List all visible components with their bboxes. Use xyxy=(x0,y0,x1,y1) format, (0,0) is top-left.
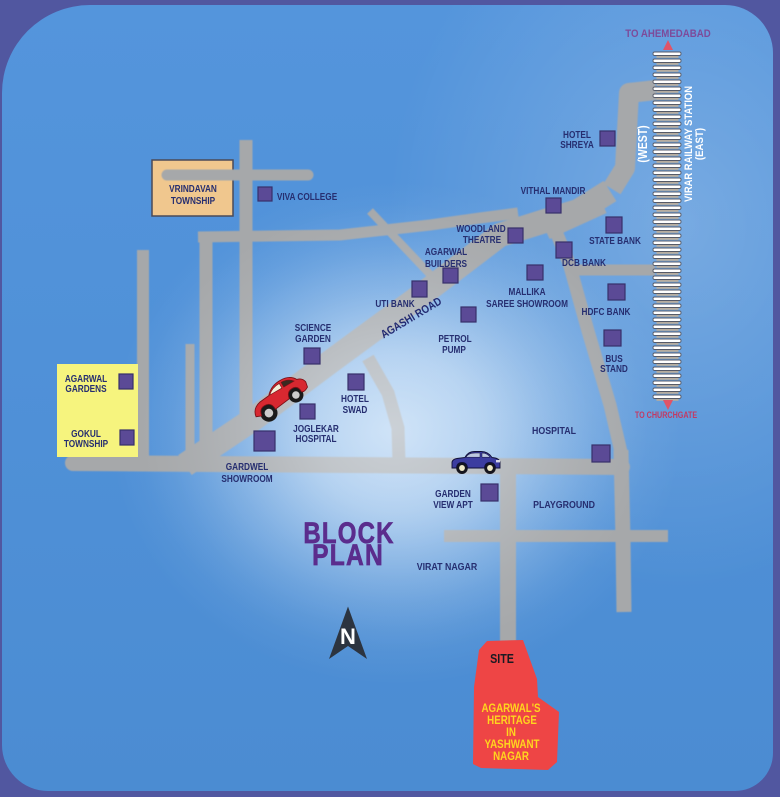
svg-text:HOTEL: HOTEL xyxy=(563,129,591,140)
svg-text:(WEST): (WEST) xyxy=(637,125,650,162)
svg-text:GARDWEL: GARDWEL xyxy=(226,461,269,472)
svg-text:HOSPITAL: HOSPITAL xyxy=(532,425,576,437)
svg-text:GOKUL: GOKUL xyxy=(71,428,101,439)
svg-text:AGARWAL'S: AGARWAL'S xyxy=(481,702,540,715)
svg-text:PETROL: PETROL xyxy=(438,333,472,344)
svg-text:(EAST): (EAST) xyxy=(693,128,706,160)
svg-text:TO AHEMEDABAD: TO AHEMEDABAD xyxy=(625,29,711,41)
svg-text:IN: IN xyxy=(506,726,516,739)
svg-text:GARDEN: GARDEN xyxy=(435,488,471,499)
svg-text:SWAD: SWAD xyxy=(343,404,368,415)
svg-text:SHREYA: SHREYA xyxy=(560,139,594,150)
svg-text:BLOCK: BLOCK xyxy=(303,515,394,549)
svg-text:HERITAGE: HERITAGE xyxy=(487,714,537,727)
svg-text:HOSPITAL: HOSPITAL xyxy=(295,433,336,444)
svg-text:PLAN: PLAN xyxy=(312,538,384,572)
svg-text:AGARWAL: AGARWAL xyxy=(425,246,468,257)
svg-text:TOWNSHIP: TOWNSHIP xyxy=(64,438,108,449)
svg-text:UTI BANK: UTI BANK xyxy=(375,298,415,309)
svg-text:VRINDAVAN: VRINDAVAN xyxy=(169,183,217,194)
svg-text:PLAYGROUND: PLAYGROUND xyxy=(533,499,595,511)
svg-text:GARDEN: GARDEN xyxy=(295,333,331,344)
svg-text:SITE: SITE xyxy=(490,652,514,666)
svg-text:TOWNSHIP: TOWNSHIP xyxy=(171,195,215,206)
svg-text:BUS: BUS xyxy=(605,353,622,364)
svg-text:VIRAT NAGAR: VIRAT NAGAR xyxy=(417,561,478,573)
svg-text:JOGLEKAR: JOGLEKAR xyxy=(293,423,339,434)
svg-text:HOTEL: HOTEL xyxy=(341,393,369,404)
svg-text:STAND: STAND xyxy=(600,363,628,374)
svg-text:GARDENS: GARDENS xyxy=(65,383,106,394)
svg-text:AGARWAL: AGARWAL xyxy=(65,373,108,384)
svg-text:MALLIKA: MALLIKA xyxy=(508,286,545,297)
svg-text:THEATRE: THEATRE xyxy=(463,234,501,245)
svg-text:NAGAR: NAGAR xyxy=(493,750,529,763)
svg-text:BUILDERS: BUILDERS xyxy=(425,258,467,269)
svg-text:DCB BANK: DCB BANK xyxy=(562,257,606,268)
svg-text:VIEW APT: VIEW APT xyxy=(433,499,473,510)
svg-text:STATE BANK: STATE BANK xyxy=(589,235,641,246)
svg-text:VIVA COLLEGE: VIVA COLLEGE xyxy=(277,191,337,202)
svg-text:YASHWANT: YASHWANT xyxy=(485,738,540,751)
svg-text:HDFC BANK: HDFC BANK xyxy=(582,306,631,317)
svg-text:VITHAL MANDIR: VITHAL MANDIR xyxy=(521,185,586,196)
svg-text:TO CHURCHGATE: TO CHURCHGATE xyxy=(635,410,698,420)
svg-text:PUMP: PUMP xyxy=(442,344,466,355)
svg-text:VIRAR RAILWAY STATION: VIRAR RAILWAY STATION xyxy=(683,86,695,202)
svg-text:SAREE SHOWROOM: SAREE SHOWROOM xyxy=(486,298,568,309)
svg-text:N: N xyxy=(340,624,356,649)
svg-text:WOODLAND: WOODLAND xyxy=(456,223,506,234)
svg-text:SHOWROOM: SHOWROOM xyxy=(221,473,272,484)
svg-text:SCIENCE: SCIENCE xyxy=(295,322,332,333)
